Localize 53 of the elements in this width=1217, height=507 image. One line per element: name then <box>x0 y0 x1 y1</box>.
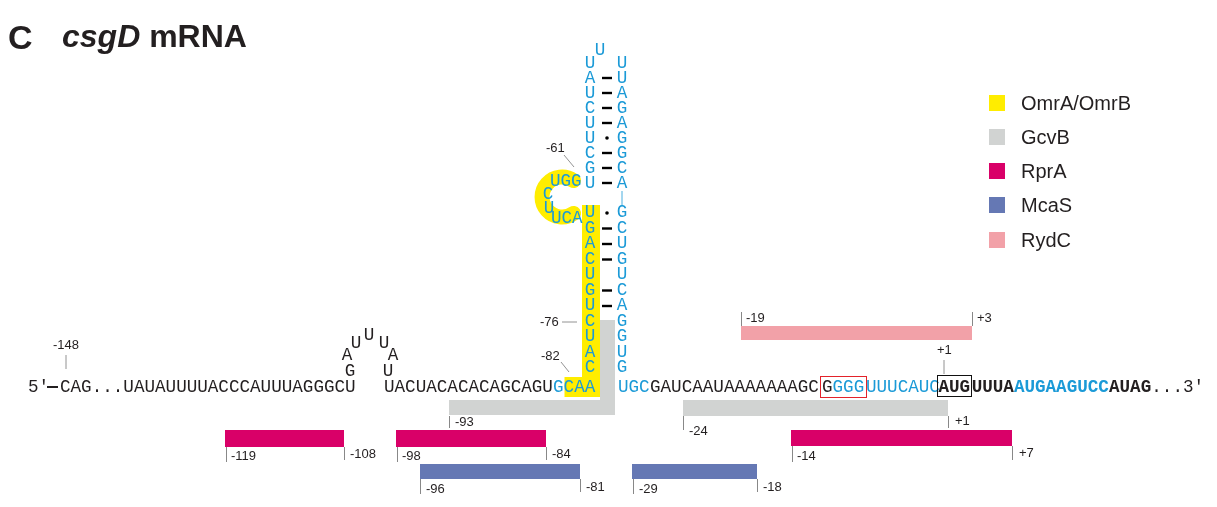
sequence-strand: UUAGAGGCA <box>616 55 628 191</box>
start-codon-box: AUG <box>937 375 973 397</box>
sequence-text: AUGAAGUCC <box>1013 377 1109 397</box>
position-number: -19 <box>746 311 765 325</box>
title: csgD mRNA <box>62 18 247 55</box>
position-number: -148 <box>53 338 80 352</box>
strand-end-label: ...3′ <box>1151 377 1205 397</box>
position-number: -98 <box>402 449 421 463</box>
sequence-text: UGC <box>618 377 650 397</box>
sequence-strand: UAUCUUCGU <box>584 55 596 191</box>
legend-label: RprA <box>1021 159 1067 183</box>
position-number: -93 <box>455 415 474 429</box>
position-number: +1 <box>955 414 970 428</box>
sequence-strand: UGACUGUCUAC <box>584 205 596 376</box>
panel-letter: C <box>8 18 33 57</box>
sequence-text: CAA <box>563 377 596 397</box>
position-number: -18 <box>763 480 782 494</box>
position-number: +3 <box>977 311 992 325</box>
position-number: -119 <box>231 449 257 463</box>
binding-bar <box>396 430 546 447</box>
position-number: -14 <box>797 449 816 463</box>
sequence-text: GAUCAAUAAAAAAAGC <box>650 377 819 397</box>
nucleotide-letter: U <box>378 333 390 353</box>
sequence-text: UUUA <box>971 377 1014 397</box>
position-number: -24 <box>689 424 708 438</box>
legend-label: GcvB <box>1021 125 1070 149</box>
strand-end-label: 5′ <box>28 377 50 397</box>
position-number: -108 <box>350 447 377 461</box>
sequence-text: AUAG <box>1109 377 1152 397</box>
nucleotide-letter: U <box>350 333 362 353</box>
position-number: -96 <box>426 482 445 496</box>
binding-bar <box>791 430 1012 446</box>
binding-bar <box>741 326 972 340</box>
highlight-box: GGGG <box>820 376 867 398</box>
position-number: +1 <box>937 343 952 357</box>
sequence-text: G <box>553 377 564 397</box>
position-number: -29 <box>639 482 658 496</box>
binding-bar <box>225 430 344 447</box>
nucleotide-letter: U <box>594 40 606 60</box>
position-number: -81 <box>586 480 605 494</box>
position-number: -61 <box>546 141 565 155</box>
legend-label: RydC <box>1021 228 1071 252</box>
position-number: +7 <box>1019 446 1034 460</box>
nucleotide-letter: U <box>363 325 375 345</box>
legend-label: McaS <box>1021 193 1073 217</box>
legend-label: OmrA/OmrB <box>1021 91 1131 115</box>
sequence-strand: GCUGUCAGGUG <box>616 205 628 376</box>
position-number: -76 <box>540 315 559 329</box>
position-number: -84 <box>552 447 571 461</box>
binding-bar <box>632 464 757 479</box>
binding-bar <box>420 464 580 479</box>
binding-bar <box>683 400 948 416</box>
position-number: -82 <box>541 349 560 363</box>
